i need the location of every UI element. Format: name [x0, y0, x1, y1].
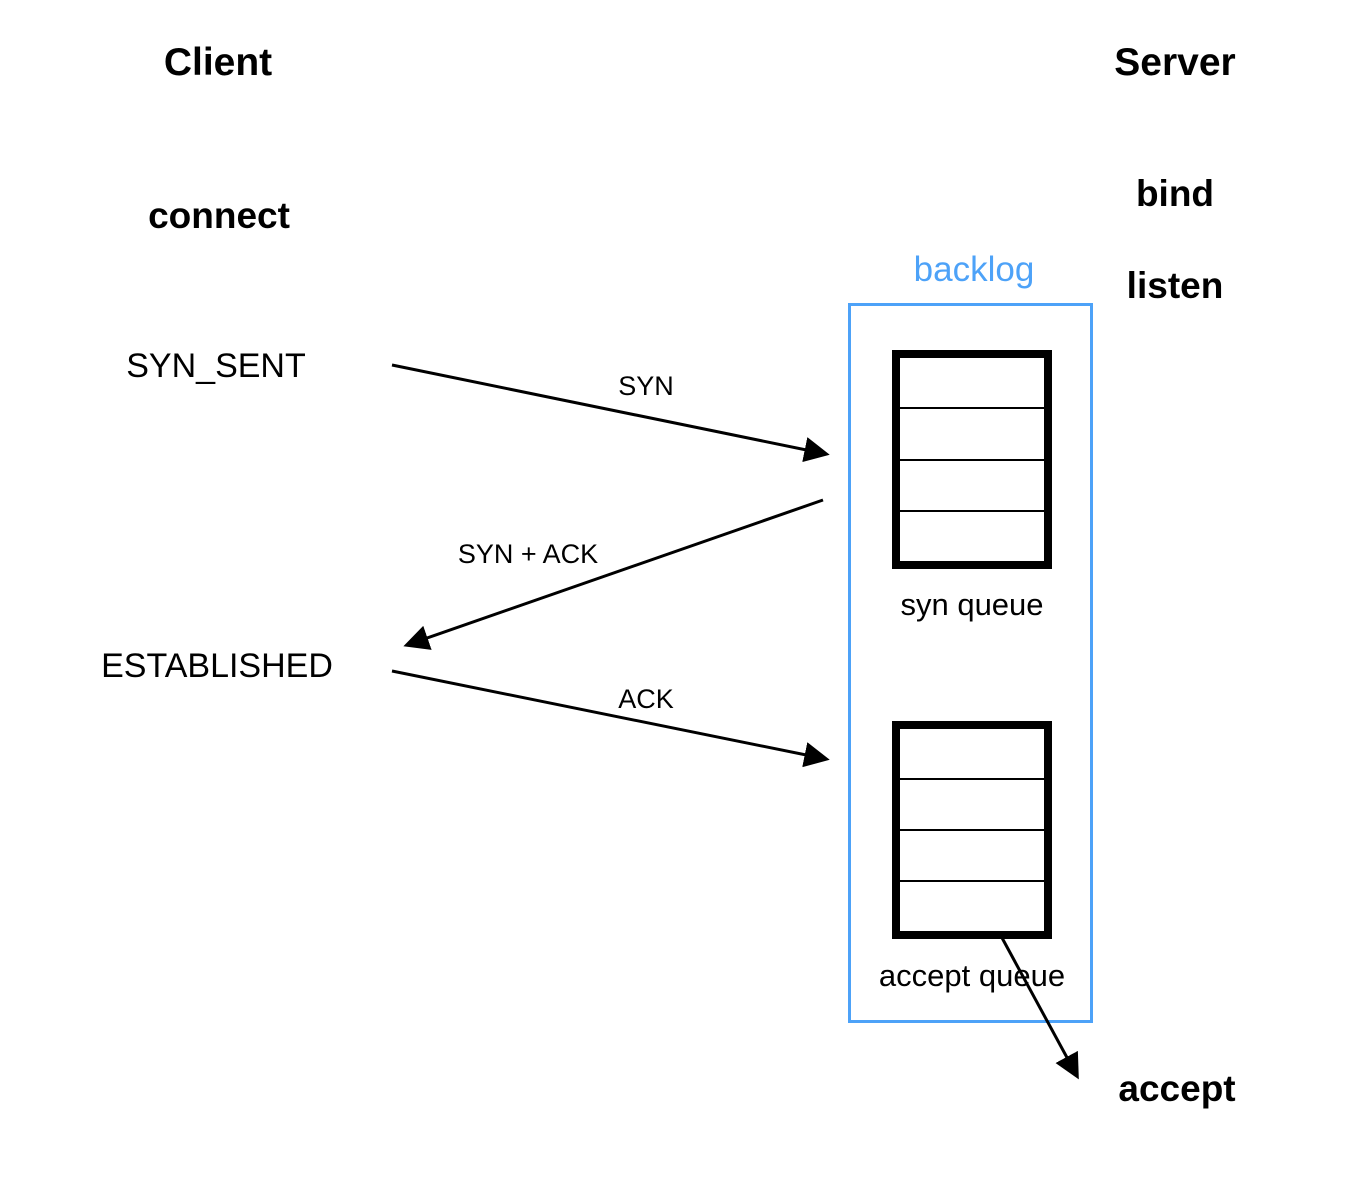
syn-message-label: SYN	[618, 371, 674, 401]
backlog-label: backlog	[913, 250, 1035, 289]
accept-queue-box	[892, 721, 1052, 939]
queue-row	[900, 358, 1044, 407]
syn-ack-message-label: SYN + ACK	[457, 539, 599, 569]
queue-row	[900, 509, 1044, 561]
bind-label: bind	[1135, 173, 1215, 214]
listen-label: listen	[1126, 265, 1224, 306]
queue-row	[900, 829, 1044, 880]
backlog-box	[848, 303, 1093, 1023]
accept-label: accept	[1118, 1068, 1236, 1109]
ack-arrow	[391, 669, 830, 768]
syn-queue-label: syn queue	[900, 587, 1044, 622]
client-title: Client	[163, 41, 273, 84]
syn-arrow	[391, 363, 830, 463]
queue-row	[900, 458, 1044, 510]
server-title: Server	[1114, 41, 1236, 84]
established-state: ESTABLISHED	[101, 647, 333, 685]
syn-queue-box	[892, 350, 1052, 569]
accept-queue-label: accept queue	[878, 958, 1066, 993]
ack-message-label: ACK	[618, 684, 674, 714]
queue-row	[900, 778, 1044, 829]
syn-sent-state: SYN_SENT	[126, 347, 306, 385]
syn-ack-arrow	[403, 498, 824, 650]
queue-row	[900, 729, 1044, 778]
queue-row	[900, 407, 1044, 458]
queue-row	[900, 880, 1044, 931]
connect-label: connect	[148, 195, 290, 236]
